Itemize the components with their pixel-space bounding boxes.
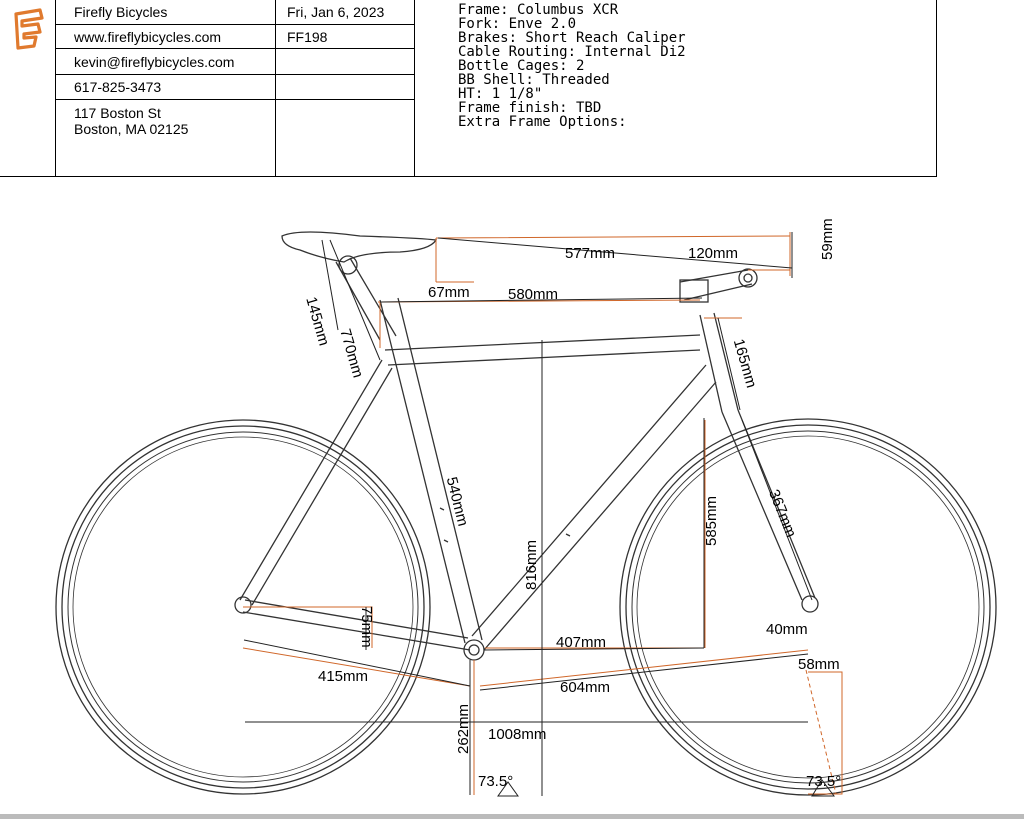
spec-head-tube: HT: 1 1/8"	[458, 86, 543, 102]
dim-wheelbase: 1008mm	[488, 726, 546, 743]
dim-fork-offset: 40mm	[766, 621, 808, 638]
spec-bb-shell: BB Shell: Threaded	[458, 72, 610, 88]
rear-wheel	[55, 419, 431, 795]
dim-bb-drop: 75mm	[358, 606, 375, 648]
dim-head-tube: 165mm	[730, 337, 760, 390]
dim-top-tube: 580mm	[508, 286, 558, 303]
company-name: Firefly Bicycles	[74, 4, 168, 20]
website-link[interactable]: www.fireflybicycles.com	[74, 29, 222, 45]
dim-seatpost-ext: 145mm	[302, 295, 332, 348]
bike-frame	[234, 231, 819, 661]
spec-frame: Frame: Columbus XCR	[458, 2, 619, 18]
dimension-lines	[242, 232, 843, 795]
bike-geometry-drawing: 577mm 120mm 59mm 67mm 580mm 145mm 770mm …	[55, 218, 997, 797]
dim-stack: 585mm	[703, 496, 720, 546]
address-line-1: 117 Boston St	[74, 105, 161, 121]
spec-fork: Fork: Enve 2.0	[458, 16, 577, 32]
dim-stem: 120mm	[688, 245, 738, 262]
dim-front-center: 604mm	[560, 679, 610, 696]
date-field: Fri, Jan 6, 2023	[287, 4, 385, 20]
dim-saddle-to-bar: 577mm	[565, 245, 615, 262]
email-link[interactable]: kevin@fireflybicycles.com	[74, 54, 235, 70]
spec-brakes: Brakes: Short Reach Caliper	[458, 30, 686, 46]
dim-setback: 67mm	[428, 284, 470, 301]
spec-sheet-header: Firefly Bicycles www.fireflybicycles.com…	[0, 0, 937, 177]
measurement-lines	[243, 232, 835, 797]
spec-extra-options: Extra Frame Options:	[458, 114, 627, 130]
dim-bb-height: 262mm	[455, 704, 472, 754]
phone-number: 617-825-3473	[74, 79, 162, 95]
spec-frame-finish: Frame finish: TBD	[458, 100, 602, 116]
spec-cable-routing: Cable Routing: Internal Di2	[458, 44, 686, 60]
dim-head-angle: 73.5°	[806, 773, 841, 790]
footer-rule	[0, 814, 1024, 819]
dim-seat-angle: 73.5°	[478, 773, 513, 790]
dim-reach-to-axle: 407mm	[556, 634, 606, 651]
dim-chainstay: 415mm	[318, 668, 368, 685]
address-line-2: Boston, MA 02125	[74, 121, 189, 137]
frame-spec-list: Frame: Columbus XCR Fork: Enve 2.0 Brake…	[458, 3, 686, 129]
dim-fork-length: 367mm	[765, 487, 800, 540]
dim-drop: 59mm	[819, 218, 836, 260]
dim-seat-tube: 540mm	[443, 475, 472, 528]
spec-bottle-cages: Bottle Cages: 2	[458, 58, 585, 74]
model-code: FF198	[287, 29, 328, 45]
firefly-logo-icon	[14, 8, 44, 50]
front-wheel	[619, 418, 997, 796]
dim-saddle-height: 770mm	[336, 327, 366, 380]
dim-stack-height: 816mm	[523, 540, 540, 590]
dim-trail: 58mm	[798, 656, 840, 673]
